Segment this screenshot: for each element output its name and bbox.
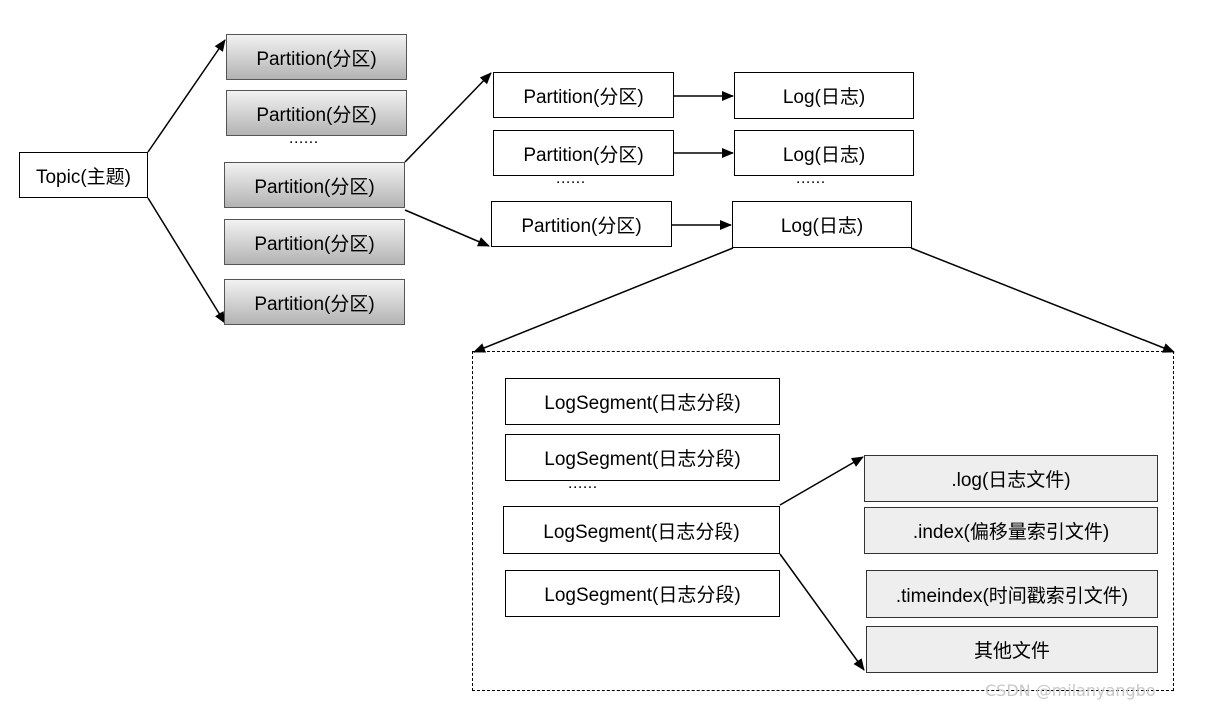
segments-ellipsis: ...... [568, 475, 598, 492]
file-label: .timeindex(时间戳索引文件) [895, 585, 1129, 607]
mid-partition-1: Partition(分区) [493, 72, 674, 118]
partition-label: Partition(分区) [523, 86, 644, 108]
arrow-log-to-segments-left [473, 247, 734, 353]
log-segment-4: LogSegment(日志分段) [505, 570, 780, 617]
segment-label: LogSegment(日志分段) [543, 521, 740, 543]
partition-label: Partition(分区) [256, 104, 377, 126]
file-other: 其他文件 [866, 626, 1158, 673]
arrow-topic-to-top-partition [147, 39, 226, 153]
partition-label: Partition(分区) [254, 233, 375, 255]
segment-label: LogSegment(日志分段) [544, 393, 741, 414]
arrow-partition-to-mid-top [404, 72, 492, 163]
log-box-1: Log(日志) [734, 72, 914, 119]
log-label: Log(日志) [782, 87, 866, 108]
log-label: Log(日志) [782, 144, 866, 166]
arrow-segment-to-log-file [779, 456, 864, 506]
left-partition-1: Partition(分区) [226, 34, 407, 80]
file-timeindex: .timeindex(时间戳索引文件) [866, 570, 1158, 618]
topic-box: Topic(主题) [19, 152, 148, 198]
log-segment-1: LogSegment(日志分段) [505, 378, 780, 425]
log-segment-3: LogSegment(日志分段) [503, 506, 780, 554]
partition-label: Partition(分区) [254, 293, 375, 315]
left-partitions-ellipsis: ...... [289, 130, 319, 147]
log-segment-expansion-frame [472, 351, 1174, 691]
left-partition-3: Partition(分区) [224, 162, 405, 208]
logs-ellipsis: ...... [796, 170, 826, 187]
file-index: .index(偏移量索引文件) [864, 507, 1158, 554]
log-box-2: Log(日志) [734, 130, 914, 176]
segment-label: LogSegment(日志分段) [544, 449, 741, 470]
arrow-partition-to-mid-bottom [404, 209, 490, 247]
segment-label: LogSegment(日志分段) [544, 585, 741, 606]
partition-label: Partition(分区) [254, 176, 375, 198]
mid-partition-2: Partition(分区) [493, 130, 674, 176]
arrow-log-to-segments-right [910, 247, 1175, 353]
topic-label: Topic(主题) [35, 166, 131, 188]
partition-label: Partition(分区) [256, 48, 377, 70]
file-label: .index(偏移量索引文件) [912, 522, 1110, 543]
log-segment-2: LogSegment(日志分段) [505, 434, 780, 481]
file-label: 其他文件 [973, 641, 1050, 662]
file-log: .log(日志文件) [864, 455, 1158, 502]
left-partition-2: Partition(分区) [226, 90, 407, 136]
watermark: CSDN @milanyangbo [985, 681, 1156, 700]
file-label: .log(日志文件) [951, 470, 1071, 491]
log-box-3: Log(日志) [732, 201, 912, 248]
arrow-topic-to-bottom-partition [147, 197, 226, 324]
log-label: Log(日志) [780, 216, 864, 237]
left-partition-4: Partition(分区) [224, 219, 405, 265]
mid-partitions-ellipsis: ...... [556, 170, 586, 187]
partition-label: Partition(分区) [523, 144, 644, 166]
left-partition-5: Partition(分区) [224, 279, 405, 325]
partition-label: Partition(分区) [521, 215, 642, 237]
mid-partition-3: Partition(分区) [491, 201, 672, 247]
arrow-segment-to-other-files [779, 553, 865, 671]
